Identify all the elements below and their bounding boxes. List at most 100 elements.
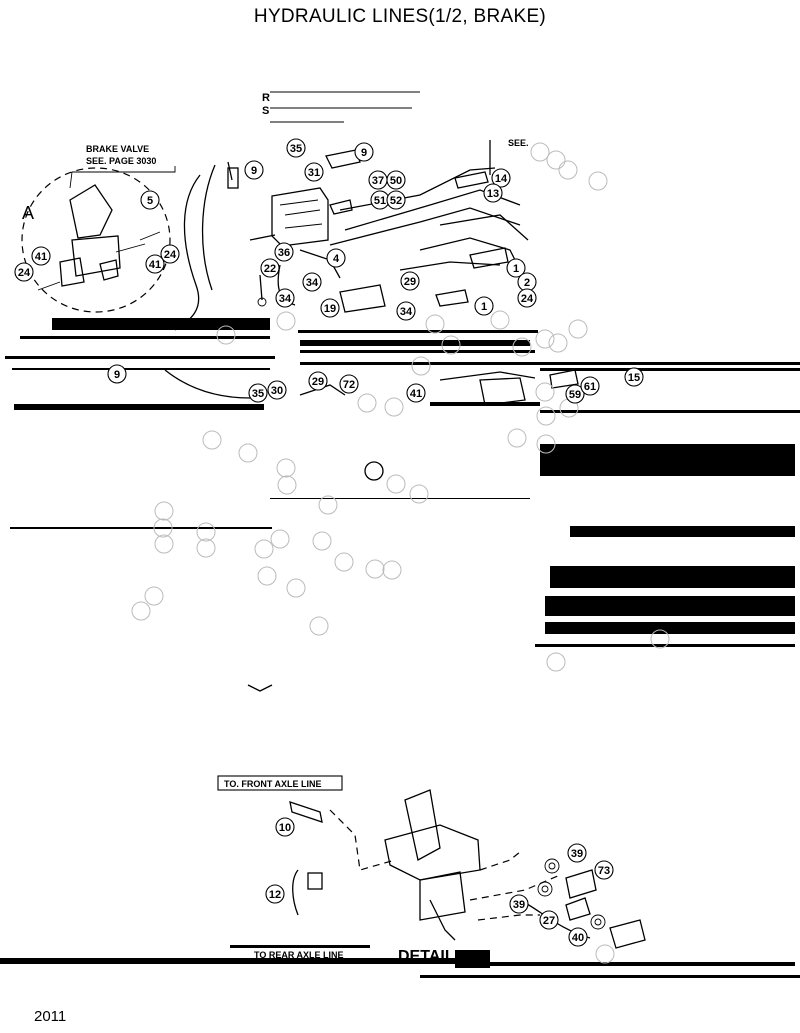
- callout-top-circle: [491, 168, 511, 188]
- callout-top-number: 50: [390, 175, 402, 187]
- callout-top-number: 37: [372, 175, 384, 187]
- callout-bottom-number: 12: [269, 889, 281, 901]
- side-letter-s: S: [262, 105, 269, 117]
- callout-top-number: 13: [487, 188, 499, 200]
- callout-bottom-number: 10: [279, 822, 291, 834]
- callout-top-number: 41: [410, 388, 422, 400]
- callout-top-number: 9: [361, 147, 367, 159]
- callout-top-number: 24: [521, 293, 534, 305]
- front-axle-label: TO. FRONT AXLE LINE: [224, 779, 322, 789]
- callout-top-circle: [565, 384, 585, 404]
- callout-top-circle: [517, 288, 537, 308]
- callout-top-circle: [624, 367, 644, 387]
- callout-top-circle: [145, 254, 165, 274]
- callout-top-circle: [339, 374, 359, 394]
- callout-top-number: 52: [390, 195, 402, 207]
- callout-top-circle: [160, 244, 180, 264]
- callout-top-number: 5: [147, 195, 153, 207]
- callout-top-number: 22: [264, 263, 276, 275]
- callout-bottom-circle: [275, 817, 295, 837]
- brake-valve-caption-2: SEE. PAGE 3030: [86, 156, 156, 166]
- callout-top-circle: [260, 258, 280, 278]
- callout-top-circle: [275, 288, 295, 308]
- callout-top-number: 41: [35, 251, 47, 263]
- callout-top-circle: [304, 162, 324, 182]
- callout-bottom-number: 73: [598, 865, 610, 877]
- callout-bottom-circle: [567, 843, 587, 863]
- callout-top-number: 61: [584, 381, 596, 393]
- callout-top-number: 41: [149, 259, 161, 271]
- callout-top-number: 9: [251, 165, 257, 177]
- callout-top-number: 36: [278, 247, 290, 259]
- detail-a-outline: [21, 167, 171, 313]
- callout-top-number: 19: [324, 303, 336, 315]
- callout-top-number: 14: [495, 173, 508, 185]
- callout-top-number: 30: [271, 385, 283, 397]
- callout-top-number: 1: [481, 301, 487, 313]
- callouts-bottom: 10 12 39 73 39 27 40: [265, 817, 614, 947]
- callout-top-circle: [244, 160, 264, 180]
- callout-top-number: 72: [343, 379, 355, 391]
- callout-top-circle: [386, 170, 406, 190]
- callout-top-number: 51: [374, 195, 386, 207]
- callout-top-circle: [326, 248, 346, 268]
- callout-top-number: 24: [164, 249, 177, 261]
- callout-top-circle: [302, 272, 322, 292]
- rear-axle-label: TO REAR AXLE LINE: [254, 950, 344, 960]
- callout-bottom-circle: [539, 910, 559, 930]
- callout-top-circle: [396, 301, 416, 321]
- callout-top-circle: [107, 364, 127, 384]
- callout-top-circle: [248, 383, 268, 403]
- callout-top-number: 1: [513, 263, 519, 275]
- page-number: 2011: [34, 1008, 67, 1025]
- callout-bottom-circle: [594, 860, 614, 880]
- detail-a-marker: A: [22, 203, 34, 223]
- side-letter-r: R: [262, 92, 270, 104]
- detail-label: DETAIL: [398, 948, 455, 965]
- callout-top-number: 15: [628, 372, 640, 384]
- callout-top-circle: [308, 371, 328, 391]
- callout-top-circle: [483, 183, 503, 203]
- callout-top-number: 29: [404, 276, 416, 288]
- callout-bottom-number: 39: [513, 899, 525, 911]
- callout-top-circle: [140, 190, 160, 210]
- page-title: HYDRAULIC LINES(1/2, BRAKE): [253, 6, 547, 27]
- callout-top-number: 35: [290, 143, 302, 155]
- callout-top-circle: [474, 296, 494, 316]
- valve-block: [271, 187, 329, 247]
- ghost-marks: [131, 142, 670, 964]
- callout-top-number: 9: [114, 369, 120, 381]
- callout-top-circle: [274, 242, 294, 262]
- callout-top-circle: [286, 138, 306, 158]
- callout-bottom-number: 39: [571, 848, 583, 860]
- callout-top-number: 34: [279, 293, 292, 305]
- callout-bottom-circle: [509, 894, 529, 914]
- callout-top-number: 24: [18, 267, 31, 279]
- callout-top-circle: [267, 380, 287, 400]
- callout-bottom-circle: [265, 884, 285, 904]
- front-axle-box: [217, 775, 343, 791]
- callout-top-number: 4: [333, 253, 340, 265]
- callout-top-number: 2: [524, 277, 530, 289]
- callout-top-number: 29: [312, 376, 324, 388]
- callout-top-circle: [406, 383, 426, 403]
- callout-top-circle: [354, 142, 374, 162]
- brake-valve-pedal: [69, 184, 113, 239]
- callout-top-circle: [386, 190, 406, 210]
- pedal-detail: [404, 789, 441, 861]
- callout-top-number: 35: [252, 388, 264, 400]
- callout-top-circle: [506, 258, 526, 278]
- callout-bottom-number: 40: [572, 932, 584, 944]
- callout-top-circle: [14, 262, 34, 282]
- dark-ring: [364, 461, 384, 481]
- callout-bottom-circle: [568, 927, 588, 947]
- see-fragment: SEE.: [508, 138, 529, 148]
- callout-top-circle: [31, 246, 51, 266]
- callout-top-circle: [400, 271, 420, 291]
- callout-bottom-number: 27: [543, 915, 555, 927]
- callout-top-number: 59: [569, 389, 581, 401]
- callout-top-number: 31: [308, 167, 320, 179]
- callout-top-number: 34: [306, 277, 319, 289]
